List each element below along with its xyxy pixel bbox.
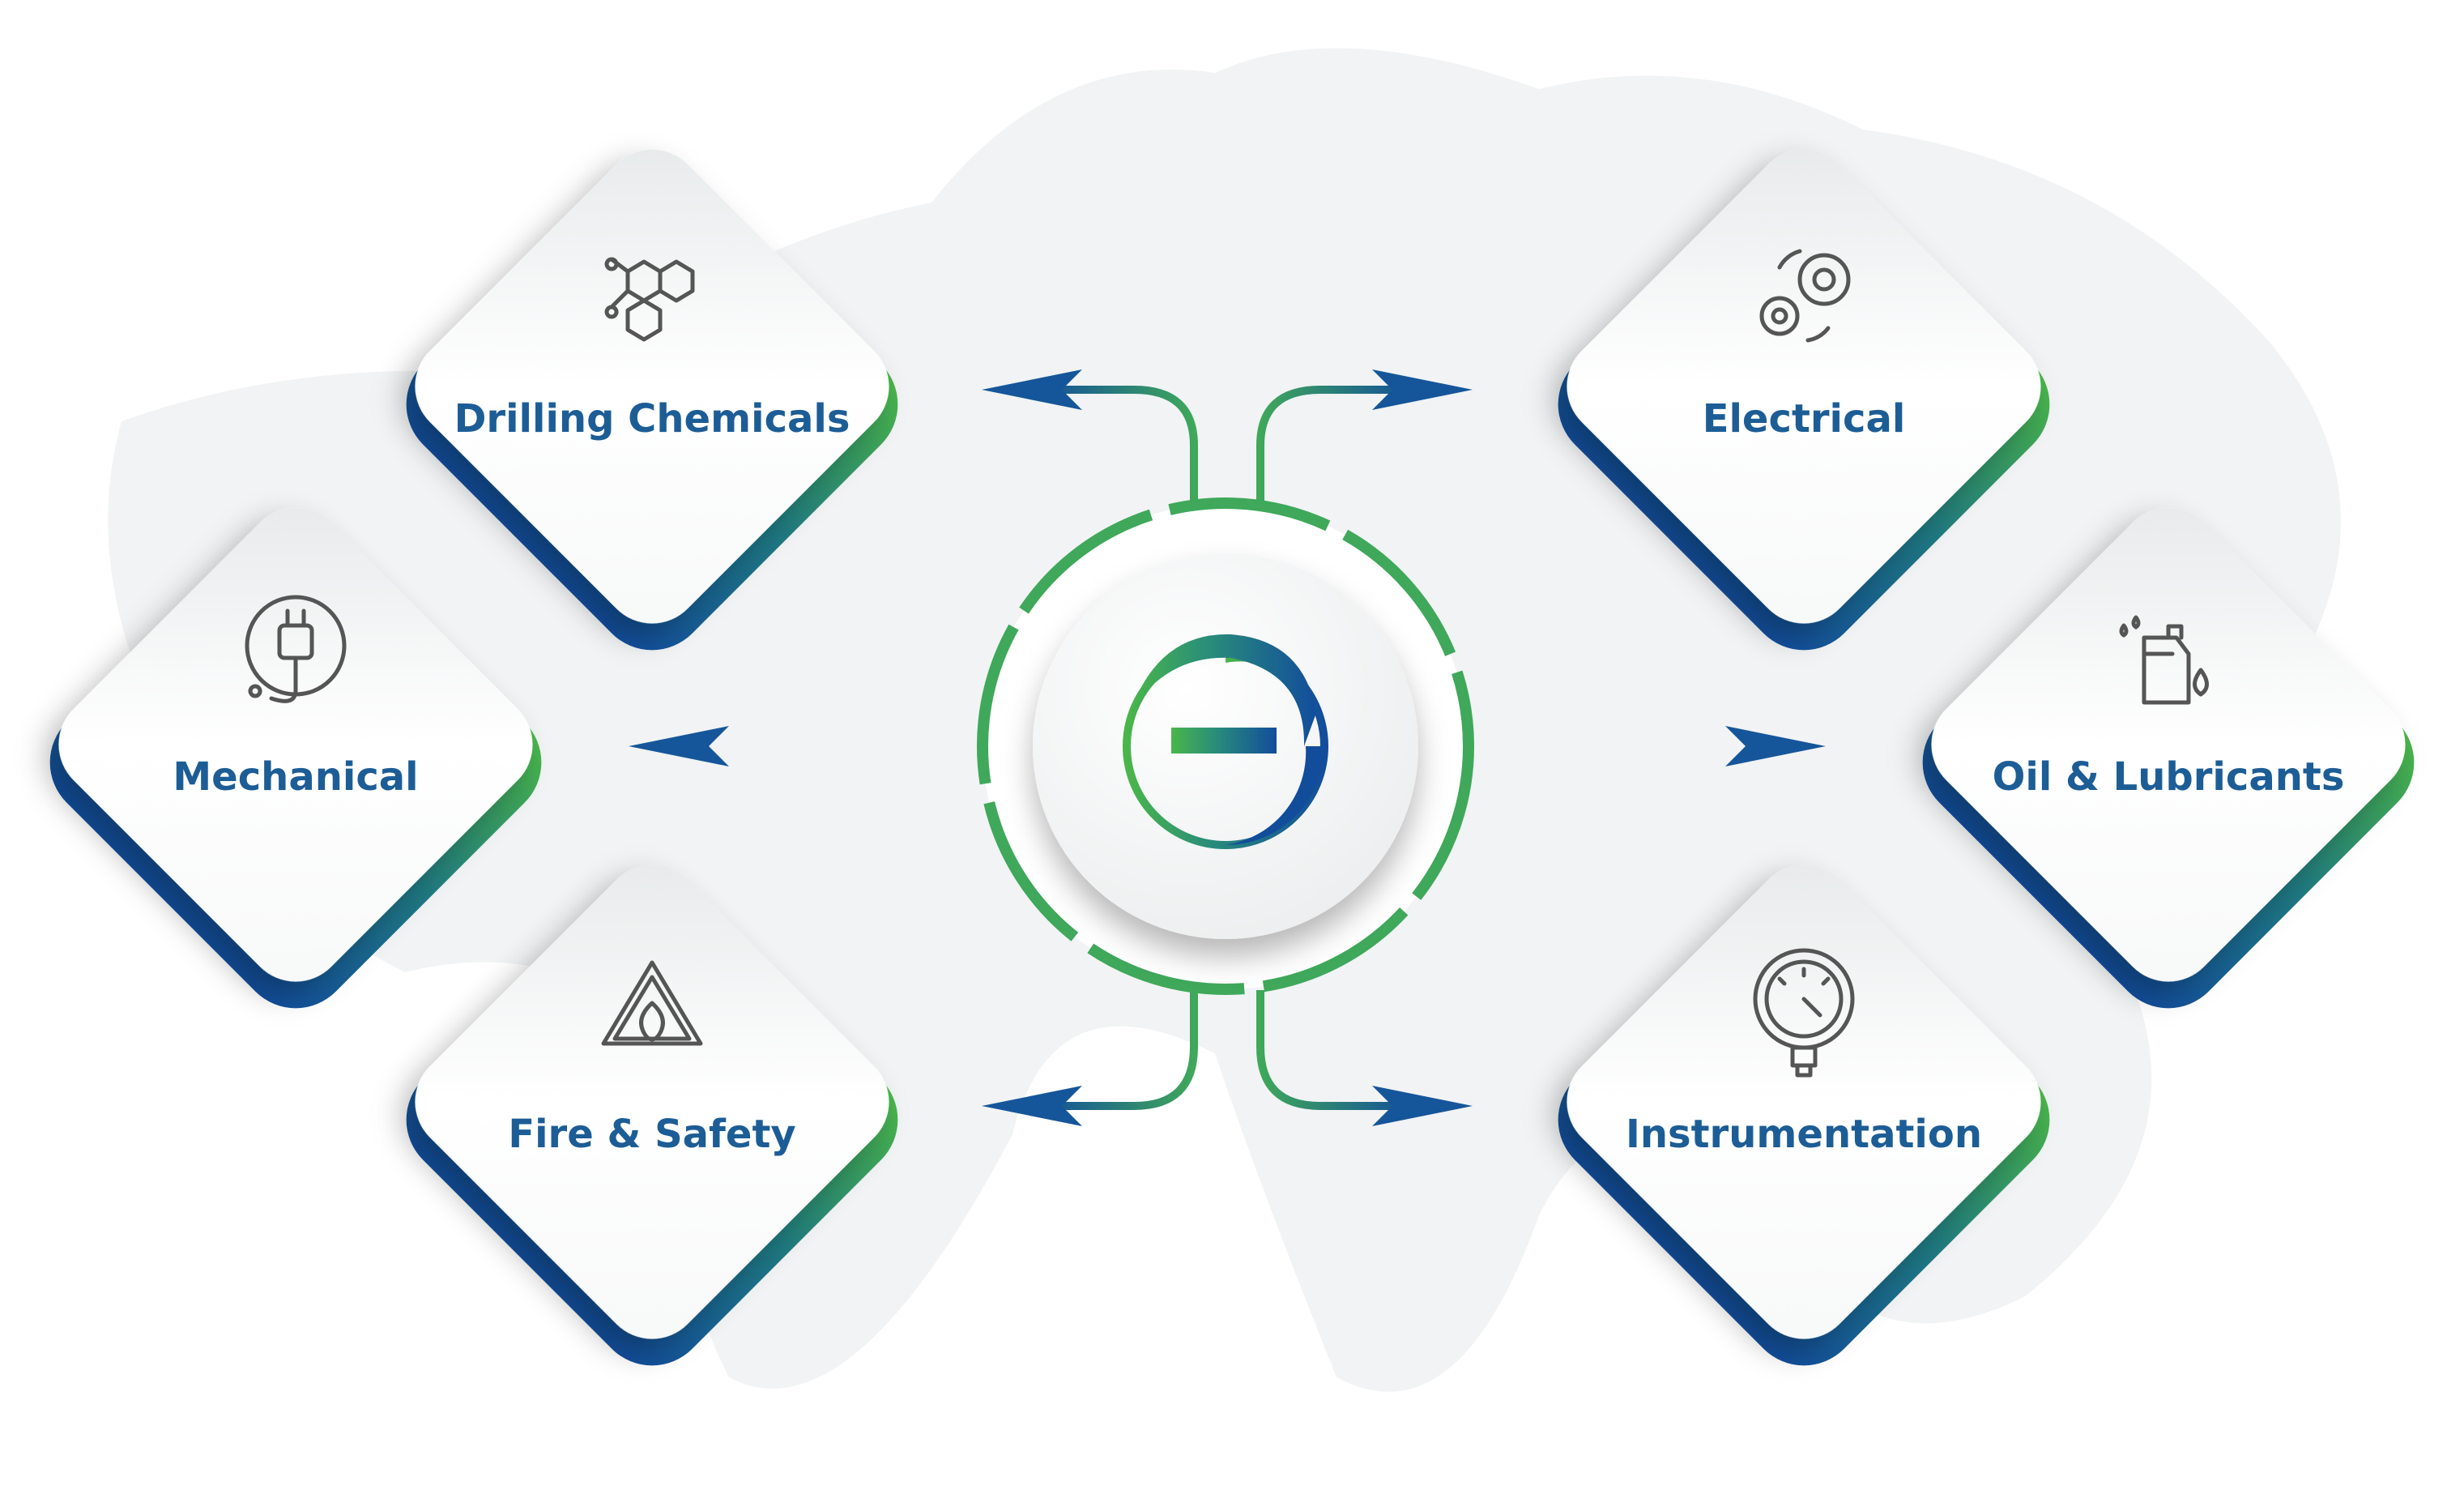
category-card-drilling-chemicals: Drilling Chemicals [406, 149, 898, 651]
category-card-mechanical: Mechanical [49, 507, 542, 1009]
category-label: Drilling Chemicals [454, 396, 850, 442]
connector-right [1473, 726, 1826, 766]
category-card-oil-lubricants: Oil & Lubricants [1922, 507, 2415, 1009]
category-card-fire-safety: Fire & Safety [406, 865, 898, 1366]
category-label: Oil & Lubricants [1993, 754, 2345, 800]
connector-top-left [982, 369, 1198, 502]
connector-top-right [1256, 369, 1473, 502]
category-label: Instrumentation [1626, 1112, 1982, 1157]
category-card-instrumentation: Instrumentation [1558, 865, 2050, 1366]
category-label: Fire & Safety [508, 1112, 795, 1157]
card-face [1567, 149, 2041, 624]
card-face [58, 507, 533, 982]
card-face [1567, 865, 2041, 1339]
card-face [415, 149, 889, 624]
gears-icon [1759, 249, 1851, 343]
connector-bottom-right [1256, 990, 1473, 1126]
pressure-gauge-icon [1753, 948, 1855, 1078]
category-card-electrical: Electrical [1558, 149, 2050, 651]
category-label: Electrical [1703, 396, 1906, 442]
central-hub [977, 497, 1474, 995]
plug-icon [245, 595, 347, 703]
card-face [415, 865, 889, 1339]
e-swoosh-logo [1123, 634, 1328, 849]
card-face [1931, 507, 2406, 982]
molecule-icon [604, 257, 695, 342]
fire-warning-icon [601, 960, 703, 1046]
connector-bottom-left [982, 990, 1198, 1126]
category-label: Mechanical [173, 754, 418, 800]
connector-left [629, 726, 982, 766]
oil-can-icon [2119, 615, 2209, 705]
